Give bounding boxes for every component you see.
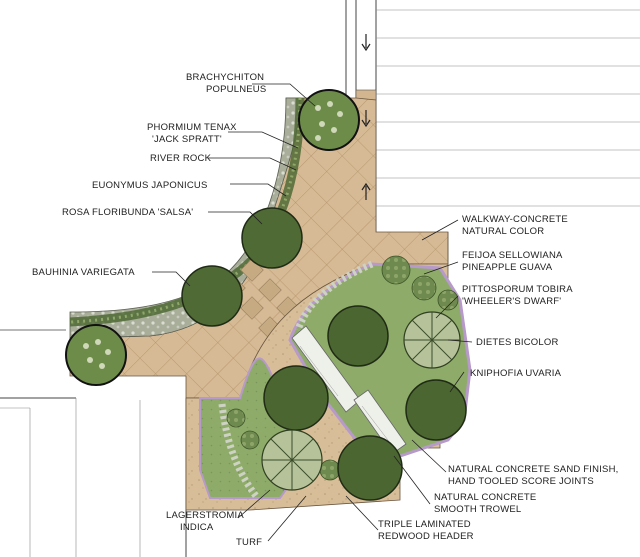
label-walkway-2: NATURAL COLOR [462,226,544,237]
label-smooth-trowel-1: NATURAL CONCRETE [434,492,536,503]
label-euonymus: EUONYMUS JAPONICUS [92,180,208,191]
arrow-down-icon [361,34,371,52]
label-phormium-1: PHORMIUM TENAX [147,122,237,133]
label-feijoa-1: FEIJOA SELLOWIANA [462,250,563,261]
smooth-trowel-paths [291,325,407,455]
label-rosa: ROSA FLORIBUNDA 'SALSA' [62,207,193,218]
label-walkway-1: WALKWAY-CONCRETE [462,214,568,225]
label-sand-finish-2: HAND TOOLED SCORE JOINTS [448,476,594,487]
label-phormium-2: 'JACK SPRATT' [152,134,222,145]
label-redwood-1: TRIPLE LAMINATED [378,519,471,530]
leader-lines [152,83,473,542]
label-pittosporum-2: 'WHEELER'S DWARF' [462,296,561,307]
label-turf: TURF [236,537,262,548]
label-sand-finish-1: NATURAL CONCRETE SAND FINISH, [448,464,618,475]
label-pittosporum-1: PITTOSPORUM TOBIRA [462,284,573,295]
plant-labels: BRACHYCHITON POPULNEUS PHORMIUM TENAX 'J… [32,72,618,548]
label-brachychiton-1: BRACHYCHITON [186,72,264,83]
trees [65,89,467,501]
label-dietes: DIETES BICOLOR [476,337,559,348]
label-lagerstromia-2: INDICA [180,522,214,533]
label-smooth-trowel-2: SMOOTH TROWEL [434,504,521,515]
arrow-down-icon [361,110,371,128]
label-redwood-2: REDWOOD HEADER [378,531,474,542]
label-brachychiton-2: POPULNEUS [206,84,266,95]
arrow-up-icon [361,182,371,200]
label-kniphofia: KNIPHOFIA UVARIA [470,368,562,379]
label-river-rock: RIVER ROCK [150,153,212,164]
label-feijoa-2: PINEAPPLE GUAVA [462,262,553,273]
label-lagerstromia-1: LAGERSTROMIA [166,510,244,521]
label-bauhinia: BAUHINIA VARIEGATA [32,267,135,278]
